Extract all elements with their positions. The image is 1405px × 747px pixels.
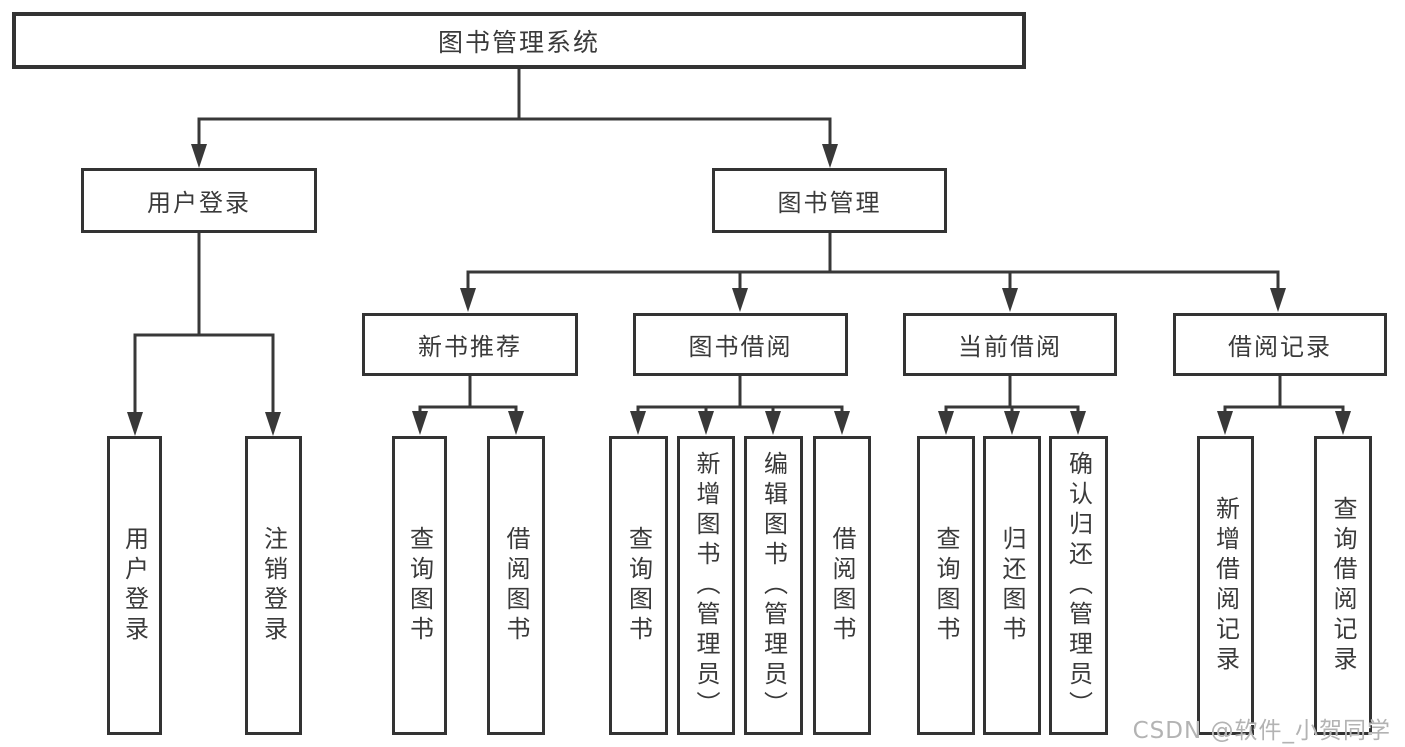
arrowhead [630, 411, 646, 435]
leaf-label: 编辑图书（管理员） [759, 450, 788, 721]
leaf-label: 查询图书 [624, 525, 653, 646]
leaf-label: 注销登录 [259, 525, 288, 646]
leaf-query-books-recommend: 查询图书 [392, 436, 447, 735]
arrowhead [1002, 288, 1018, 312]
node-current-borrow: 当前借阅 [903, 313, 1117, 376]
arrowhead [765, 411, 781, 435]
arrowhead [1335, 411, 1351, 435]
leaf-label: 新增借阅记录 [1211, 495, 1240, 676]
arrowhead [732, 288, 748, 312]
node-root: 图书管理系统 [12, 12, 1026, 69]
leaf-query-borrow-record: 查询借阅记录 [1314, 436, 1372, 735]
csdn-watermark: CSDN @软件_小贺同学 [1132, 718, 1391, 744]
node-new-book-recommend: 新书推荐 [362, 313, 578, 376]
leaf-borrow-books-recommend: 借阅图书 [487, 436, 545, 735]
arrowhead [822, 144, 838, 168]
arrowhead [1004, 411, 1020, 435]
arrowhead [127, 412, 143, 436]
arrowhead [191, 144, 207, 168]
leaf-user-login: 用户登录 [107, 436, 162, 735]
leaf-label: 归还图书 [998, 525, 1026, 646]
arrowhead [1270, 288, 1286, 312]
leaf-edit-book-admin: 编辑图书（管理员） [744, 436, 803, 735]
arrowhead [698, 411, 714, 435]
leaf-label: 用户登录 [120, 525, 149, 646]
leaf-label: 借阅图书 [828, 525, 856, 646]
node-book-management: 图书管理 [712, 168, 947, 233]
leaf-label: 确认归还（管理员） [1064, 450, 1093, 721]
node-user-login: 用户登录 [81, 168, 317, 233]
arrowhead [412, 411, 428, 435]
leaf-label: 新增图书（管理员） [692, 450, 720, 721]
leaf-logout: 注销登录 [245, 436, 302, 735]
leaf-label: 查询图书 [405, 525, 434, 646]
arrowhead [1217, 411, 1233, 435]
arrowhead [460, 288, 476, 312]
leaf-borrow-books: 借阅图书 [813, 436, 871, 735]
leaf-label: 借阅图书 [502, 525, 530, 646]
arrowhead [1070, 411, 1086, 435]
node-book-borrow: 图书借阅 [633, 313, 848, 376]
leaf-return-book: 归还图书 [983, 436, 1041, 735]
arrowhead [508, 411, 524, 435]
arrowhead [265, 412, 281, 436]
node-borrow-records: 借阅记录 [1173, 313, 1387, 376]
leaf-label: 查询图书 [932, 525, 960, 646]
leaf-query-books-borrow: 查询图书 [609, 436, 668, 735]
arrowhead [938, 411, 954, 435]
leaf-label: 查询借阅记录 [1329, 495, 1357, 676]
leaf-add-book-admin: 新增图书（管理员） [677, 436, 735, 735]
leaf-confirm-return-admin: 确认归还（管理员） [1049, 436, 1108, 735]
leaf-add-borrow-record: 新增借阅记录 [1197, 436, 1254, 735]
arrowhead [834, 411, 850, 435]
leaf-query-books-current: 查询图书 [917, 436, 975, 735]
